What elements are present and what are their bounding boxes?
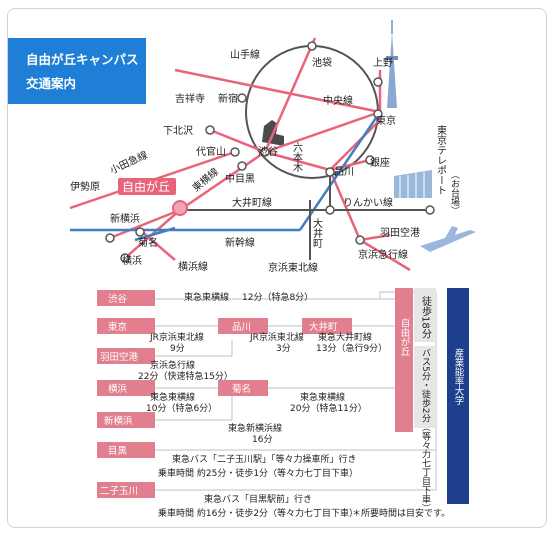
label-shinkansen: 新幹線 [225,236,255,249]
label-keikyu: 京浜急行線 [358,248,408,261]
mid-kikuna: 菊名 [232,383,251,395]
bus-box [414,346,436,428]
route-6-time: 10分（特急6分） [146,402,217,414]
label-nakameguro: 中目黒 [225,172,255,185]
label-ueno: 上野 [373,57,393,69]
route-9-time: 乗車時間 約25分・徒歩1分（等々力七丁目下車） [158,467,358,479]
label-kikuna: 菊名 [138,236,158,249]
route-10-line: 東急バス「目黒駅前」行き [204,493,312,505]
origin-shinyokohama: 新横浜 [104,415,133,427]
route-7-line: 東急東横線 [300,391,345,403]
label-yokohama: 横浜 [122,254,142,267]
route-6-line: 東急東横線 [150,391,195,403]
route-3-time: 3分 [276,343,291,354]
destination-bar [395,288,413,432]
label-keihin-tohoku: 京浜東北線 [268,261,318,274]
label-oimachi: 大井町 [311,217,323,248]
route-1-line: 東急東横線 [184,291,229,303]
route-5-time: 22分（快速特急15分） [138,370,233,382]
route-4-time: 13分（急行9分） [316,342,387,354]
label-shibuya: 渋谷 [258,145,278,158]
label-haneda: 羽田空港 [380,226,420,239]
timetable: 自由が丘 徒歩18分 バス5分・徒歩2分（等々力七丁目下車） 産業能率大学 渋谷… [97,288,469,519]
university-label: 産業能率大学 [453,347,465,405]
route-2-time: 9分 [170,343,185,354]
header-title-box: 自由が丘キャンパス 交通案内 [8,38,146,104]
origin-yokohama: 横浜 [108,383,128,395]
label-roppongi: 六本木 [291,142,303,173]
label-shimokitazawa: 下北沢 [163,124,193,137]
origin-meguro: 目黒 [108,446,128,457]
origin-shibuya: 渋谷 [108,293,128,305]
mid-shinagawa: 品川 [232,322,251,333]
skytree-icon [386,20,398,108]
airplane-icon [420,226,476,252]
origin-haneda: 羽田空港 [100,351,139,363]
route-2-line: JR京浜東北線 [149,331,204,343]
label-tokyo: 東京 [376,114,396,127]
route-10-time: 乗車時間 約16分・徒歩2分（等々力七丁目下車） [158,507,358,519]
route-5-line: 京浜急行線 [150,359,195,371]
label-kichijoji: 吉祥寺 [175,92,205,105]
origin-tokyo: 東京 [108,321,127,333]
label-chuo: 中央線 [323,94,353,107]
route-1-time: 12分（特急8分） [242,291,313,303]
label-oimachi-line: 大井町線 [232,196,272,209]
bus-note: バス5分・徒歩2分（等々力七丁目下車） [420,348,431,513]
label-ikebukuro: 池袋 [312,56,332,69]
university-bar [447,288,469,504]
header-title-line1: 自由が丘キャンパス [26,52,139,67]
label-yokohama-line: 横浜線 [178,260,208,273]
origin-futakotamagawa: 二子玉川 [100,486,138,497]
label-shinjuku: 新宿 [218,92,238,105]
route-3-line: JR京浜東北線 [249,331,304,343]
label-teleport: 東京テレポート [435,124,447,195]
teleport-building-icon [394,170,432,198]
label-odaiba: （お台場） [449,170,460,215]
label-daikanyama: 代官山 [196,145,226,158]
route-4-line: 東急大井町線 [318,331,372,343]
walk-time: 徒歩18分 [420,295,432,340]
label-shinyokohama: 新横浜 [110,212,140,225]
walk-box [414,288,436,342]
label-yamanote: 山手線 [230,48,260,61]
timetable-note: ＊所要時間は目安です。 [352,507,450,519]
label-toyoko: 東横線 [190,165,221,194]
jiyugaoka-map-badge [118,178,176,195]
route-8-time: 16分 [252,434,272,445]
label-isehara: 伊勢原 [70,180,100,193]
mid-oimachi: 大井町 [309,321,338,333]
label-odakyu: 小田急線 [108,148,150,177]
destination-label: 自由が丘 [399,317,411,356]
route-9-line: 東急バス「二子玉川駅」「等々力操車所」行き [172,453,357,465]
label-ginza: 銀座 [370,156,390,169]
label-shinagawa: 品川 [334,166,354,178]
route-8-line: 東急新横浜線 [228,422,282,434]
label-jiyugaoka-map: 自由が丘 [122,179,170,194]
route-7-time: 20分（特急11分） [290,402,367,414]
label-rinkai: りんかい線 [343,196,393,209]
header-title-line2: 交通案内 [26,76,77,91]
